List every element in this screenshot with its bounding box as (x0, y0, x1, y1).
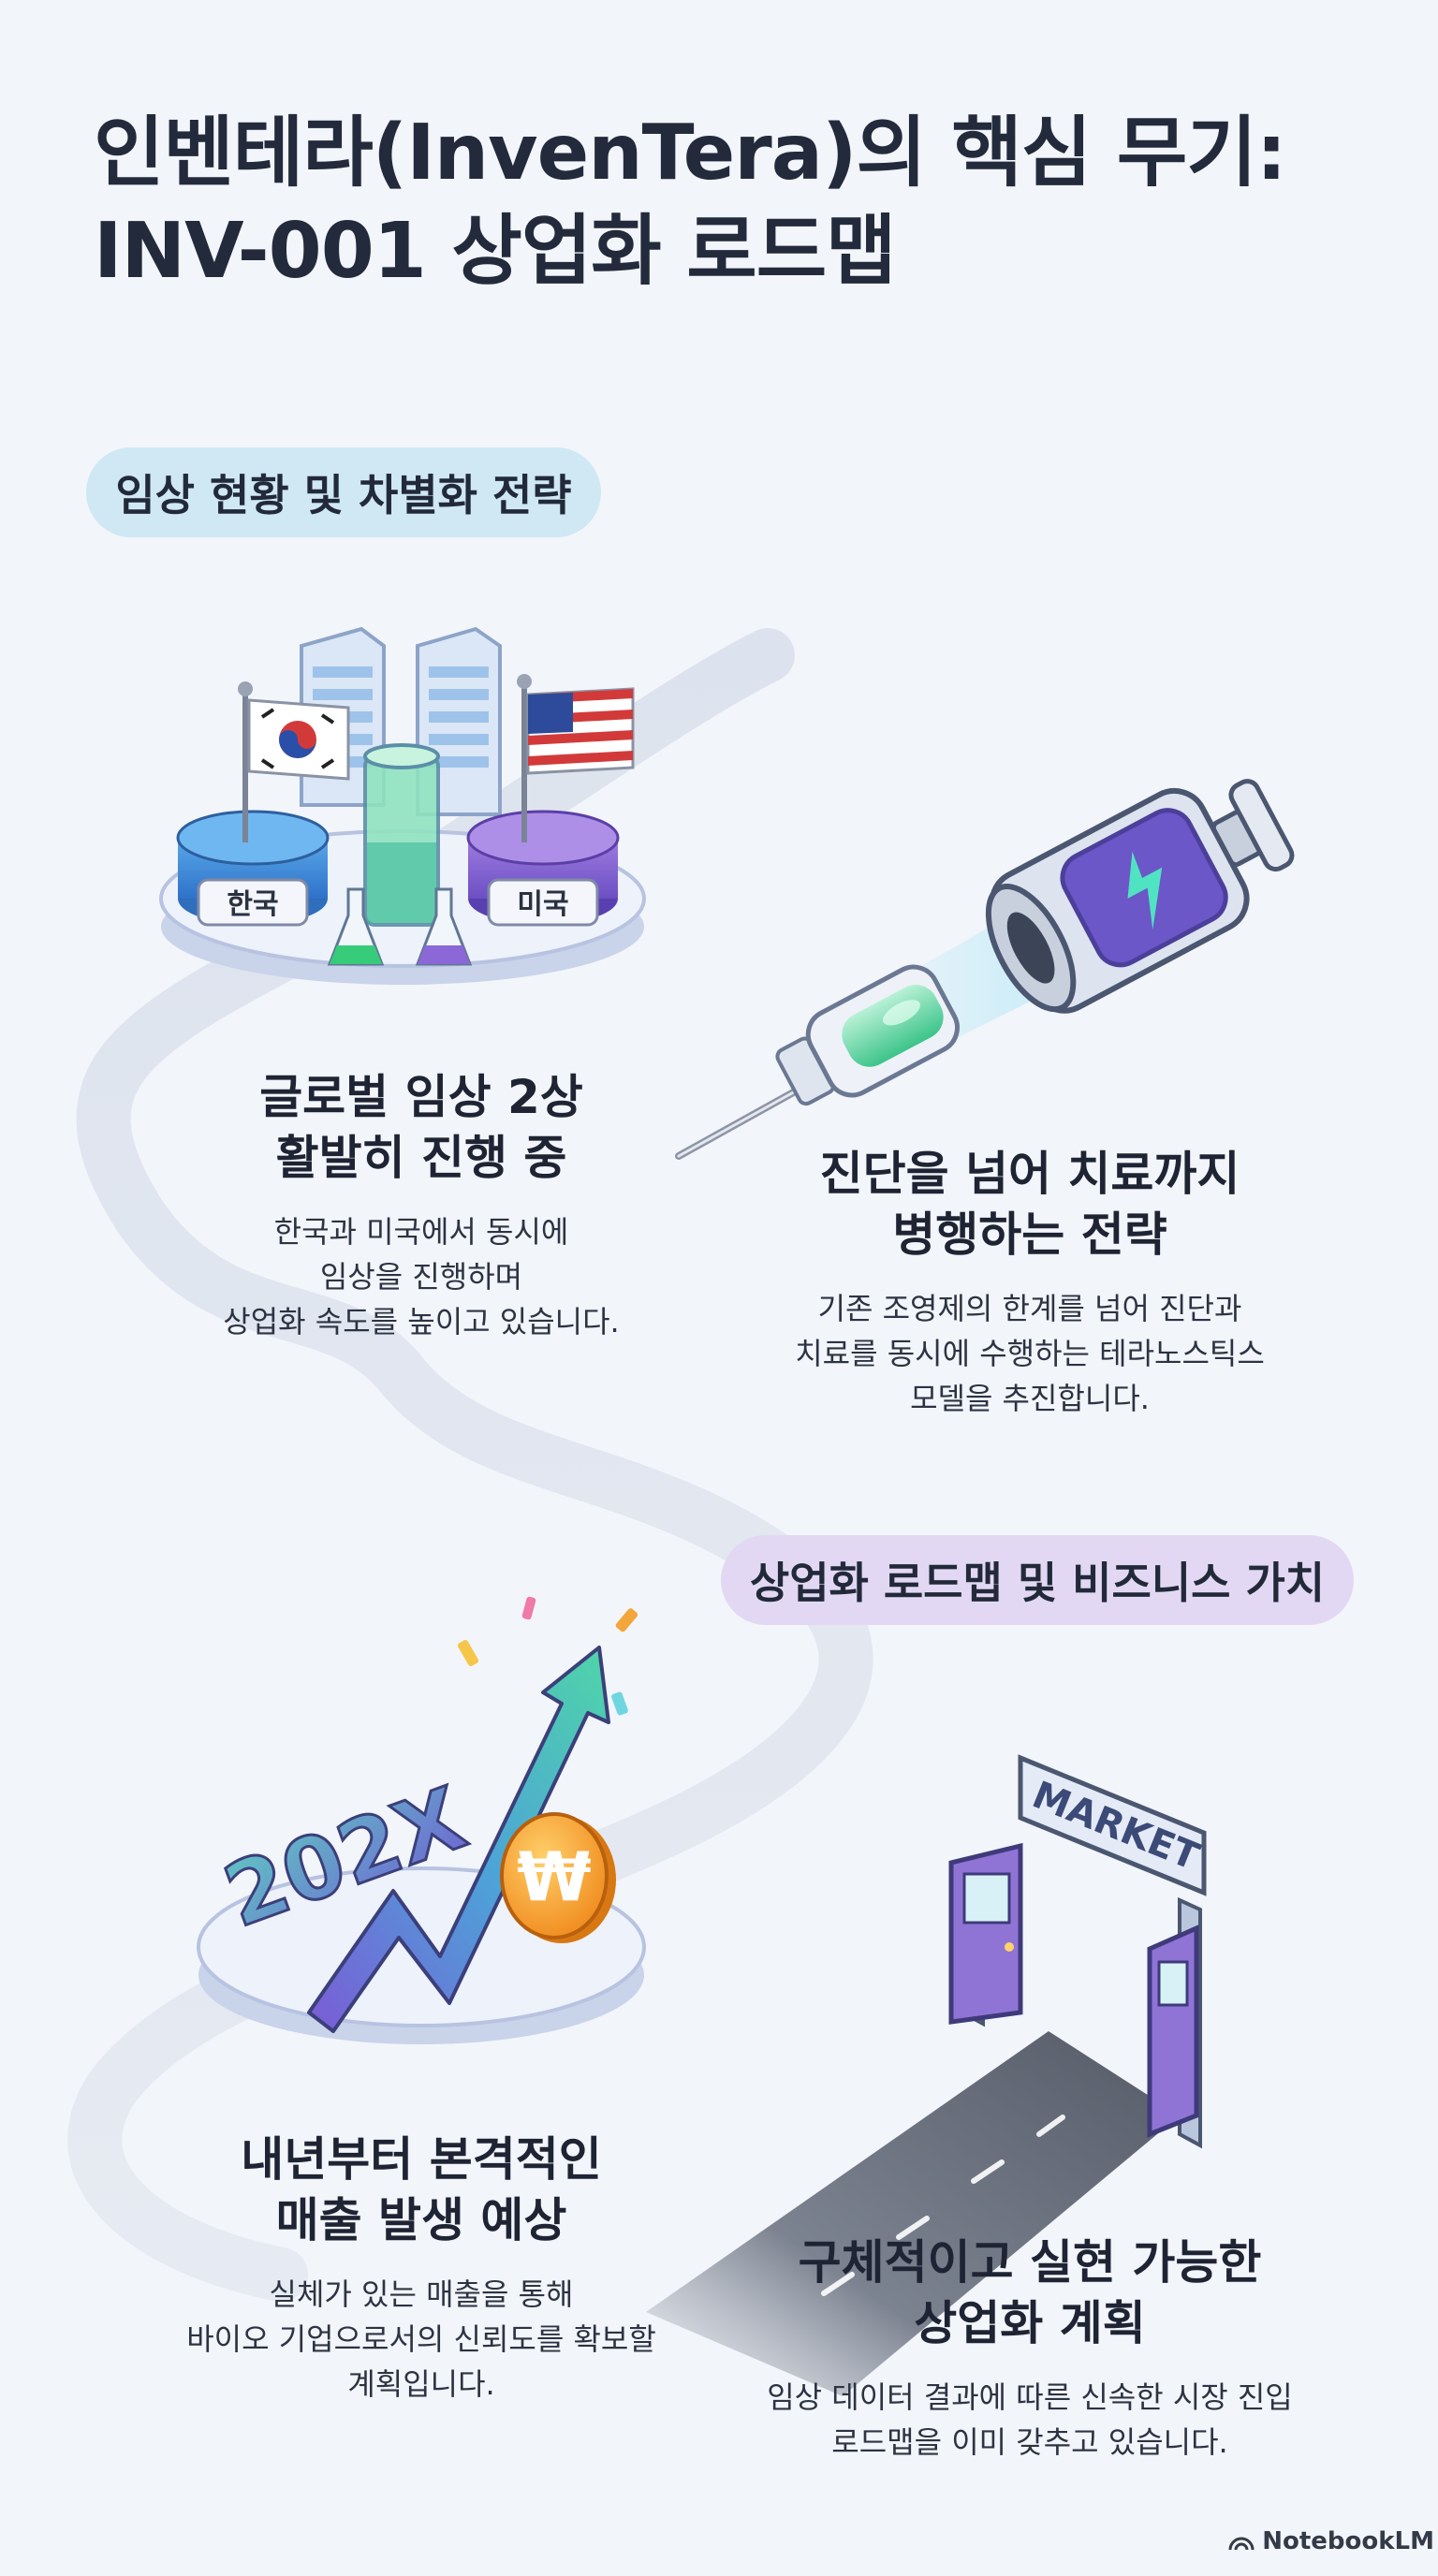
body-line: 모델을 추진합니다. (910, 1381, 1150, 1416)
info-block-body: 실체가 있는 매출을 통해 바이오 기업으로서의 신뢰도를 확보할 계획입니다. (140, 2272, 702, 2407)
page-title-line-2: INV-001 상업화 로드맵 (94, 206, 897, 296)
info-block-global-trial: 글로벌 임상 2상 활발히 진행 중 한국과 미국에서 동시에 임상을 진행하며… (140, 1067, 702, 1344)
info-block-body: 임상 데이터 결과에 따른 신속한 시장 진입 로드맵을 이미 갖추고 있습니다… (730, 2375, 1329, 2465)
info-block-heading: 글로벌 임상 2상 활발히 진행 중 (140, 1067, 702, 1189)
body-line: 임상을 진행하며 (319, 1259, 523, 1295)
notebooklm-watermark: NotebookLM (1228, 2527, 1434, 2555)
info-block-body: 한국과 미국에서 동시에 임상을 진행하며 상업화 속도를 높이고 있습니다. (140, 1209, 702, 1344)
body-line: 실체가 있는 매출을 통해 (269, 2276, 574, 2312)
clinical-platform-illustration: 한국 미국 (159, 626, 646, 985)
info-block-body: 기존 조영제의 한계를 넘어 진단과 치료를 동시에 수행하는 테라노스틱스 모… (730, 1286, 1329, 1421)
body-line: 기존 조영제의 한계를 넘어 진단과 (817, 1291, 1242, 1326)
section-pill-business-roadmap: 상업화 로드맵 및 비즈니스 가치 (721, 1535, 1354, 1625)
info-block-revenue: 내년부터 본격적인 매출 발생 예상 실체가 있는 매출을 통해 바이오 기업으… (140, 2130, 702, 2407)
body-line: 로드맵을 이미 갖추고 있습니다. (831, 2424, 1228, 2460)
info-block-heading: 내년부터 본격적인 매출 발생 예상 (140, 2130, 702, 2251)
heading-line: 글로벌 임상 2상 (259, 1070, 583, 1124)
section-pill-clinical-strategy: 임상 현황 및 차별화 전략 (86, 447, 601, 537)
page-title: 인벤테라(InvenTera)의 핵심 무기: INV-001 상업화 로드맵 (94, 105, 1287, 301)
usa-label: 미국 (517, 888, 568, 921)
body-line: 계획입니다. (347, 2366, 495, 2402)
body-line: 임상 데이터 결과에 따른 신속한 시장 진입 (767, 2379, 1293, 2415)
heading-line: 진단을 넘어 치료까지 (819, 1147, 1240, 1201)
won-coin-icon: ₩ (517, 1837, 591, 1916)
heading-line: 활발히 진행 중 (275, 1131, 567, 1185)
body-line: 한국과 미국에서 동시에 (273, 1214, 569, 1250)
info-block-heading: 진단을 넘어 치료까지 병행하는 전략 (730, 1144, 1329, 1266)
notebooklm-logo-icon (1228, 2537, 1255, 2551)
market-gate-illustration: MARKET (646, 1754, 1207, 2396)
heading-line: 구체적이고 실현 가능한 (798, 2235, 1262, 2290)
korea-label: 한국 (227, 888, 278, 921)
heading-line: 병행하는 전략 (892, 1208, 1167, 1262)
body-line: 상업화 속도를 높이고 있습니다. (223, 1304, 620, 1339)
info-block-commercialization-plan: 구체적이고 실현 가능한 상업화 계획 임상 데이터 결과에 따른 신속한 시장… (730, 2232, 1329, 2465)
body-line: 치료를 동시에 수행하는 테라노스틱스 (795, 1336, 1265, 1371)
page-title-line-1: 인벤테라(InvenTera)의 핵심 무기: (94, 109, 1287, 198)
syringe-battery-illustration (675, 779, 1295, 1160)
body-line: 바이오 기업으로서의 신뢰도를 확보할 (186, 2321, 656, 2357)
info-block-heading: 구체적이고 실현 가능한 상업화 계획 (730, 2232, 1329, 2354)
heading-line: 상업화 계획 (914, 2296, 1146, 2350)
heading-line: 매출 발생 예상 (275, 2193, 567, 2247)
growth-chart-illustration: 202X ₩ (197, 1596, 646, 2044)
heading-line: 내년부터 본격적인 (241, 2132, 602, 2187)
info-block-theranostics: 진단을 넘어 치료까지 병행하는 전략 기존 조영제의 한계를 넘어 진단과 치… (730, 1144, 1329, 1421)
brand-name: NotebookLM (1262, 2527, 1434, 2555)
